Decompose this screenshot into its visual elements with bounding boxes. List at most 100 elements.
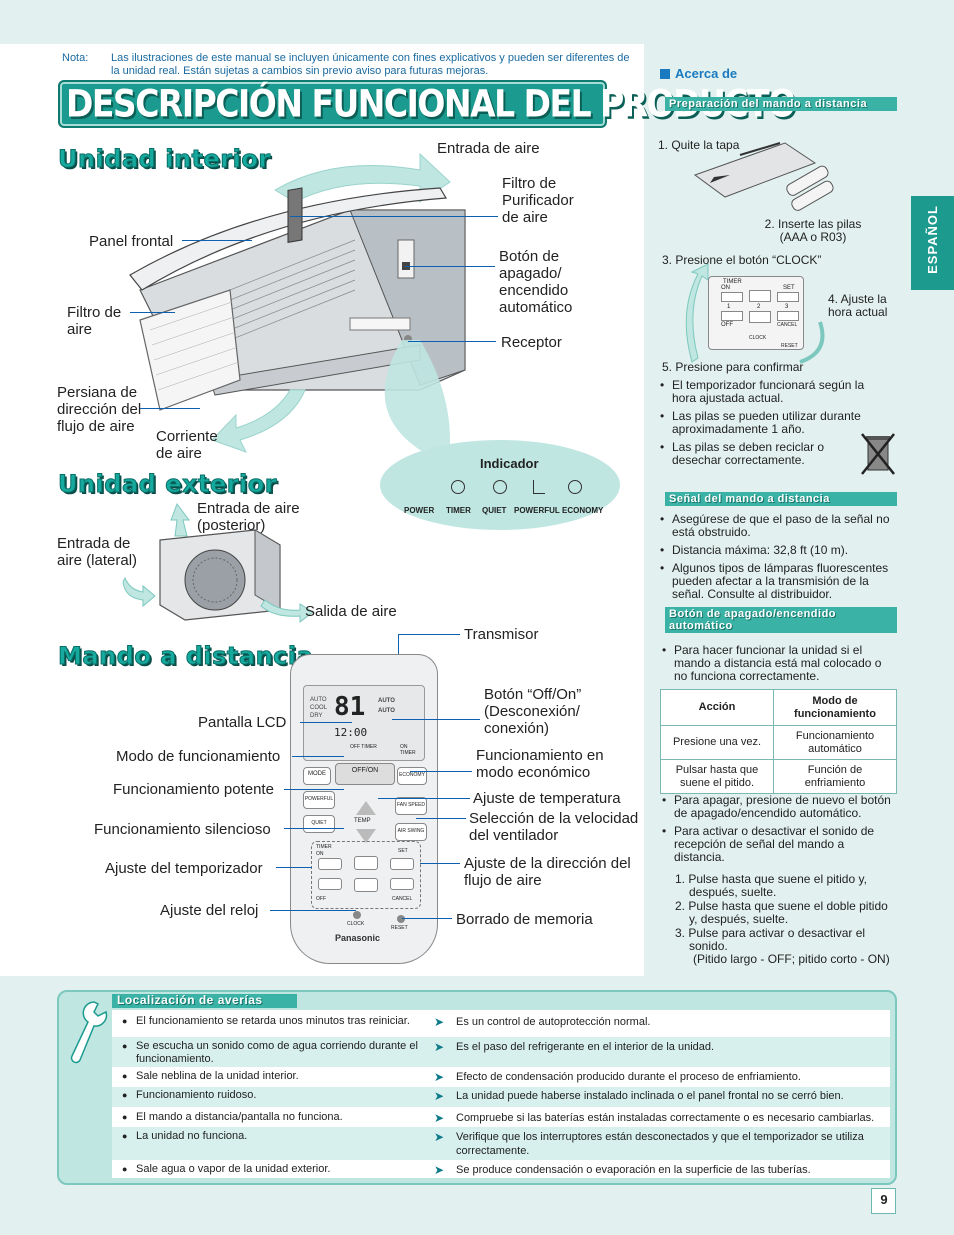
ts-question: Sale neblina de la unidad interior. (136, 1070, 299, 1082)
economy-button[interactable]: ECONOMY (397, 767, 427, 785)
prep-step2: 2. Inserte las pilas (AAA o R03) (764, 217, 862, 244)
leader-quiet (284, 828, 344, 829)
ts-answer: Compruebe si las baterías están instalad… (456, 1112, 875, 1124)
leader-temp (378, 798, 470, 799)
label-air-inlet: Entrada de aire (437, 140, 540, 157)
label-lcd: Pantalla LCD (198, 714, 287, 731)
arrow-icon: ➤ (434, 1111, 445, 1125)
signal-bullets: Asegúrese de que el paso de la señal no … (658, 513, 898, 606)
table-row: Presione una vez. Funcionamiento automát… (660, 725, 897, 760)
label-powerful: Funcionamiento potente (113, 781, 274, 798)
arrow-icon: ➤ (434, 1130, 445, 1144)
lcd-time: 12:00 (334, 726, 368, 739)
leader-auto-button (405, 266, 495, 267)
timer-indicator-icon (451, 480, 465, 494)
language-tab-label: ESPAÑOL (925, 205, 940, 274)
table-row: Pulsar hasta que suene el pitido. Funció… (660, 759, 897, 794)
timer-cancel-button[interactable] (390, 878, 414, 890)
lcd-temperature: 81 (334, 692, 366, 722)
prep-bullet: Las pilas se deben reciclar o desechar c… (658, 441, 838, 467)
leader-air-swing (420, 863, 460, 864)
indicator-timer: TIMER (446, 506, 471, 515)
mode-button[interactable]: MODE (303, 767, 331, 785)
timer-down-button[interactable] (354, 878, 378, 892)
table-header-row: Acción Modo de funcionamiento (660, 689, 897, 726)
ts-question: Sale agua o vapor de la unidad exterior. (136, 1163, 331, 1175)
recycle-bin-crossed-icon (861, 433, 895, 475)
indicator-power: POWER (404, 506, 435, 515)
table-cell: Pulsar hasta que suene el pitido. (660, 759, 774, 794)
auto-step: 3. Pulse para activar o desactivar el so… (675, 926, 866, 953)
timer-up-button[interactable] (354, 856, 378, 870)
ts-question: El funcionamiento se retarda unos minuto… (136, 1015, 410, 1027)
prep-bullet: El temporizador funcionará según la hora… (658, 379, 878, 405)
temp-buttons[interactable]: TEMP (351, 801, 381, 847)
air-swing-button[interactable]: AIR SWING (395, 823, 427, 841)
mini-down-button[interactable] (749, 311, 771, 323)
label-mode: Modo de funcionamiento (116, 748, 281, 765)
indoor-unit-illustration (129, 152, 466, 458)
lcd-on-timer: ON TIMER (400, 744, 416, 756)
prep-step3: 3. Presione el botón “CLOCK” (662, 253, 822, 267)
leader-mode (292, 756, 344, 757)
powerful-button[interactable]: POWERFUL (303, 791, 335, 809)
label-temp: Ajuste de temperatura (473, 790, 621, 807)
label-economy: Funcionamiento en modo económico (476, 747, 604, 781)
auto-step: 2. Pulse hasta que suene el doble pitido… (675, 899, 888, 926)
about-square-icon (660, 69, 670, 79)
table-header-mode: Modo de funcionamiento (773, 689, 897, 726)
mini-num3: 3 (785, 304, 789, 310)
ts-question: La unidad no funciona. (136, 1130, 248, 1142)
timer-on-button[interactable] (318, 858, 342, 870)
auto-steps: 1. Pulse hasta que suene el pitido y, de… (675, 873, 897, 966)
battery-cover-illustration (693, 142, 834, 211)
label-air-inlet-side: Entrada de aire (lateral) (57, 535, 138, 569)
leader-louver (140, 408, 200, 409)
indicator-economy: ECONOMY (562, 506, 604, 515)
ts-answer: Verifique que los interruptores están de… (456, 1131, 864, 1157)
remote-heading: Mando a distancia (57, 642, 314, 671)
outdoor-unit-heading: Unidad exterior (57, 470, 278, 499)
leader-powerful (284, 789, 344, 790)
timer-off-button[interactable] (318, 878, 342, 890)
note-label: Nota: (62, 52, 89, 64)
reset-button[interactable] (397, 915, 405, 923)
timer-set-button[interactable] (390, 858, 414, 870)
timer-panel: TIMER ON SET 1 2 3 OFF CANCEL (311, 841, 421, 909)
mini-up-button[interactable] (749, 290, 771, 302)
wrench-icon (70, 1001, 108, 1064)
leader-air-filter (130, 312, 175, 313)
table-cell: Funcionamiento automático (773, 725, 897, 760)
label-purifier-filter: Filtro de Purificador de aire (502, 175, 574, 226)
indoor-unit-heading: Unidad interior (58, 145, 271, 174)
mini-set-button[interactable] (777, 292, 799, 302)
mini-clock-label: CLOCK (749, 335, 767, 341)
label-louver: Persiana de dirección del flujo de aire (57, 384, 142, 435)
about-title: Acerca de (675, 66, 738, 81)
auto-step-note: (Pitido largo - OFF; pitido corto - ON) (693, 952, 890, 966)
mini-cancel-button[interactable] (777, 311, 799, 321)
brand-logo: Panasonic (335, 933, 381, 943)
clock-button[interactable] (353, 911, 361, 919)
ts-answer: Se produce condensación o evaporación en… (456, 1164, 811, 1176)
leader-fan-speed (416, 818, 466, 819)
troubleshooting-title: Localización de averías (117, 993, 263, 1007)
timer-on-label: ON (316, 851, 324, 857)
label-quiet: Funcionamiento silencioso (94, 821, 271, 838)
leader-lcd (300, 722, 352, 723)
arrow-icon: ➤ (434, 1040, 445, 1054)
mini-on-button[interactable] (721, 292, 743, 302)
auto-mode-table: Acción Modo de funcionamiento Presione u… (660, 689, 897, 794)
temp-up-icon[interactable] (356, 801, 376, 815)
clock-arrow-illustration (685, 263, 825, 364)
fan-speed-button[interactable]: FAN SPEED (395, 797, 427, 815)
arrow-icon: ➤ (434, 1089, 445, 1103)
temp-down-icon[interactable] (356, 829, 376, 843)
off-on-button[interactable]: OFF/ON (335, 763, 395, 785)
label-receiver: Receptor (501, 334, 562, 351)
quiet-indicator-icon (493, 480, 507, 494)
table-cell: Función de enfriamiento (773, 759, 897, 794)
quiet-button[interactable]: QUIET (303, 815, 335, 833)
mini-off-button[interactable] (721, 311, 743, 321)
auto-bullet: Para hacer funcionar la unidad si el man… (660, 644, 896, 683)
